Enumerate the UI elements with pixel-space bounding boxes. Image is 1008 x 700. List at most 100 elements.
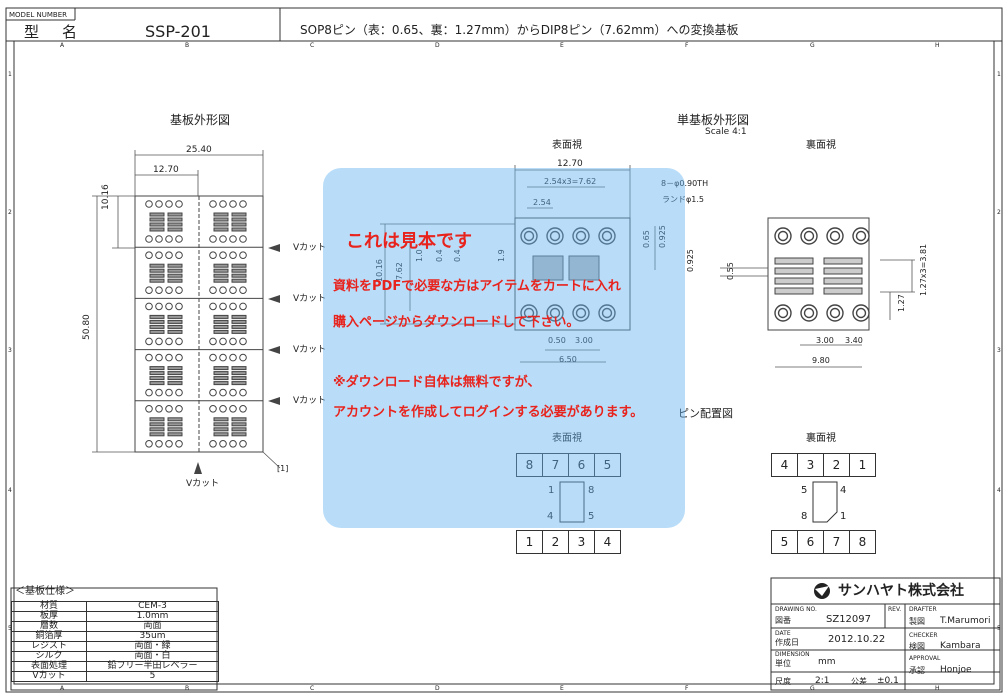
single-board-scale: Scale 4:1 <box>705 127 747 137</box>
spec-row: シルク両面・白 <box>11 651 219 662</box>
vcut-label-bottom: Vカット <box>186 479 220 489</box>
spec-value: 両面・白 <box>86 651 219 662</box>
back-chip-pin-tr: 4 <box>840 485 847 496</box>
dim-0-925b: 0.925 <box>686 249 695 272</box>
drawing-no: SZ12097 <box>826 614 872 625</box>
border-letter: E <box>560 685 564 692</box>
pin-back-top-row: 4 3 2 1 <box>771 453 876 477</box>
dim-height: 50.80 <box>82 314 92 340</box>
spec-value: CEM-3 <box>86 601 219 612</box>
border-letter: H <box>935 685 940 692</box>
rev-label: REV. <box>888 606 902 613</box>
spec-value: 1.0mm <box>86 611 219 622</box>
company-name: サンハヤト株式会社 <box>838 583 964 599</box>
single-board-title: 単基板外形図 <box>677 113 750 127</box>
drawing-no-label: DRAWING NO. <box>775 606 817 613</box>
model-number-label: MODEL NUMBER <box>9 11 67 19</box>
border-letter: B <box>185 42 190 49</box>
tolerance-value: ±0.1 <box>877 676 899 686</box>
pin-cell: 3 <box>798 454 824 476</box>
tolerance-jp: 公差 <box>851 677 867 686</box>
sample-notice-line5: アカウントを作成してログインする必要があります。 <box>333 405 644 420</box>
pin-cell: 4 <box>772 454 798 476</box>
front-chip-pin-br: 5 <box>588 511 595 522</box>
dim-pitch: 2.54 <box>533 198 551 207</box>
pin-layout-title: ピン配置図 <box>678 407 733 420</box>
border-number: 4 <box>997 487 1001 494</box>
spec-row: 表面処理鉛フリー半田レベラー <box>11 661 219 672</box>
border-letter: G <box>810 685 815 692</box>
dim-front-width: 12.70 <box>557 159 583 169</box>
date-value: 2012.10.22 <box>828 634 886 645</box>
border-letter: A <box>60 685 65 692</box>
pin-cell: 5 <box>772 531 798 553</box>
spec-title: ＜基板仕様＞ <box>15 586 75 597</box>
spec-value: 両面・緑 <box>86 641 219 652</box>
approval-jp: 承認 <box>909 666 925 675</box>
spec-value: 35um <box>86 631 219 642</box>
vcut-label-2: Vカット <box>293 294 327 304</box>
unit-value: mm <box>818 657 836 667</box>
back-chip-pin-bl: 8 <box>801 511 808 522</box>
sample-notice-overlay <box>323 168 685 528</box>
spec-key: 銅箔厚 <box>11 631 87 642</box>
pin-front-title: 表面視 <box>552 433 582 444</box>
pin-cell: 2 <box>543 531 569 553</box>
checker-label: CHECKER <box>909 632 938 639</box>
pin-cell: 6 <box>798 531 824 553</box>
back-chip-pin-br: 1 <box>840 511 847 522</box>
drafter-name: T.Marumori <box>940 616 991 626</box>
unit-jp: 単位 <box>775 659 791 668</box>
pin-front-top-row: 8 7 6 5 <box>516 453 621 477</box>
spec-value: 両面 <box>86 621 219 632</box>
spec-row: レジスト両面・緑 <box>11 641 219 652</box>
land-note: ランドφ1.5 <box>662 195 704 204</box>
pin-cell: 7 <box>543 454 569 476</box>
dim-width: 25.40 <box>186 145 212 155</box>
pin-cell: 8 <box>517 454 543 476</box>
drawing-description: SOP8ピン（表：0.65、裏：1.27mm）からDIP8ピン（7.62mm）へ… <box>300 23 739 37</box>
border-number: 5 <box>8 625 12 632</box>
border-number: 3 <box>8 347 12 354</box>
border-number: 1 <box>997 71 1001 78</box>
checker-jp: 検図 <box>909 642 925 651</box>
dim-back-9-80: 9.80 <box>812 356 830 365</box>
scale-jp: 尺度 <box>775 677 791 686</box>
dim-0-55: 0.55 <box>726 262 735 280</box>
border-number: 2 <box>8 209 12 216</box>
front-chip-pin-bl: 4 <box>547 511 554 522</box>
sample-notice-line2: 資料をPDFで必要な方はアイテムをカートに入れ <box>333 279 621 294</box>
dimension-label: DIMENSION <box>775 651 810 658</box>
pin-cell: 3 <box>569 531 595 553</box>
dim-half: 12.70 <box>153 165 179 175</box>
pin-cell: 1 <box>858 458 867 472</box>
date-label: DATE <box>775 630 791 637</box>
approval-name: Honjoe <box>940 665 972 675</box>
front-chip-pin-tr: 8 <box>588 485 595 496</box>
spec-value: 鉛フリー半田レベラー <box>86 661 219 672</box>
spec-row: 層数両面 <box>11 621 219 632</box>
border-number: 5 <box>997 625 1001 632</box>
dim-1-27: 1.27 <box>897 294 906 312</box>
spec-key: 材質 <box>11 601 87 612</box>
spec-key: 層数 <box>11 621 87 632</box>
spec-key: 表面処理 <box>11 661 87 672</box>
drawing-no-jp: 図番 <box>775 616 791 625</box>
border-letter: C <box>310 685 315 692</box>
back-view-title: 裏面視 <box>806 140 836 151</box>
border-letter: H <box>935 42 940 49</box>
dim-0-50: 0.50 <box>548 336 566 345</box>
spec-key: レジスト <box>11 641 87 652</box>
approval-label: APPROVAL <box>909 655 941 662</box>
spec-key: 板厚 <box>11 611 87 622</box>
drafter-label: DRAFTER <box>909 606 937 613</box>
back-chip-pin-tl: 5 <box>801 485 808 496</box>
drafter-jp: 製図 <box>909 617 925 626</box>
dim-6-50: 6.50 <box>559 355 577 364</box>
dim-3-00: 3.00 <box>575 336 593 345</box>
